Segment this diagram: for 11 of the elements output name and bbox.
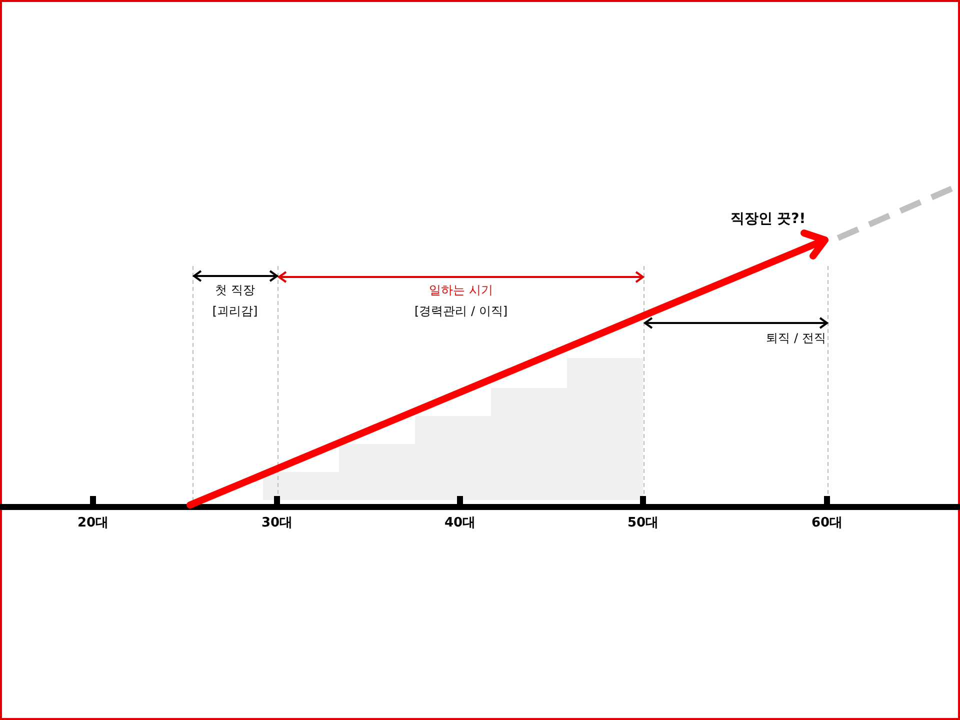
tick-label: 40대 xyxy=(444,516,476,530)
tick-label: 50대 xyxy=(627,516,659,530)
span-label: 첫 직장 xyxy=(215,284,255,296)
span-label: [경력관리 / 이직] xyxy=(414,305,508,317)
end-label: 직장인 끗?! xyxy=(730,212,806,226)
span-label: [괴리감] xyxy=(212,305,258,317)
tick-label: 20대 xyxy=(77,516,109,530)
span-label: 퇴직 / 전직 xyxy=(766,332,826,344)
span-label: 일하는 시기 xyxy=(429,284,493,296)
tick-label: 60대 xyxy=(811,516,843,530)
tick-label: 30대 xyxy=(261,516,293,530)
